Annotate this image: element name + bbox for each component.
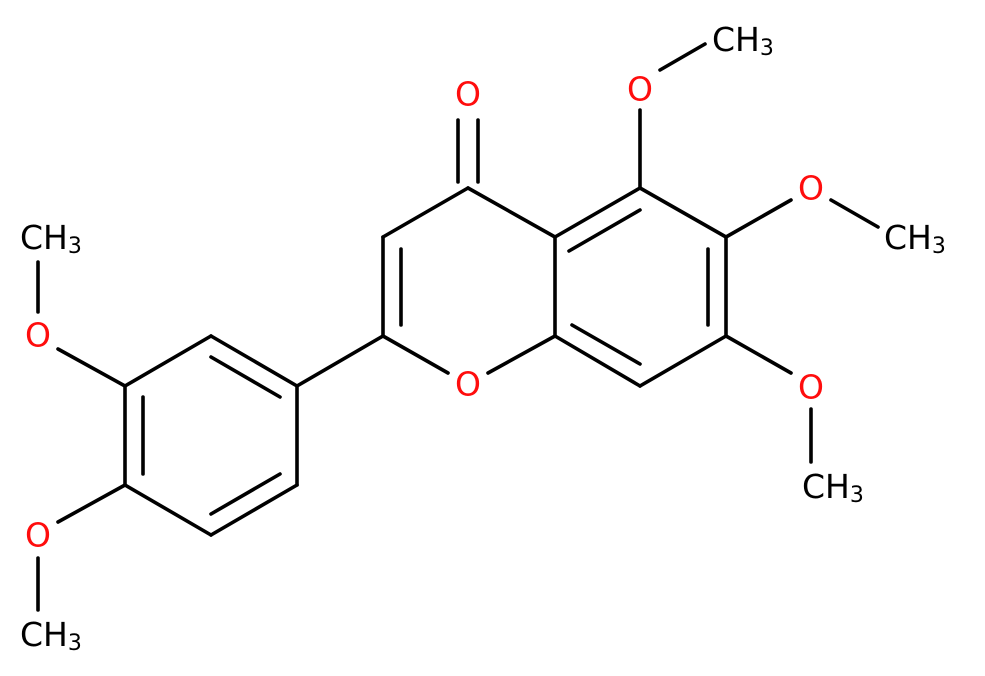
bonds xyxy=(36,42,880,612)
methyl-4p: CH3 xyxy=(20,615,82,656)
atom-o-ring: O xyxy=(455,365,481,404)
bond-c2-c1p xyxy=(295,334,385,388)
methyl-5: CH3 xyxy=(712,20,774,61)
bond-c2-o1 xyxy=(381,334,450,375)
bond-c3p-o3p xyxy=(56,347,127,388)
methyl-7: CH3 xyxy=(802,467,864,508)
bond-c4a-c5-inner xyxy=(567,208,642,253)
bond-c5p-c6p xyxy=(209,483,299,537)
atom-labels: O O O O O O O CH3 CH3 CH3 CH3 CH3 xyxy=(20,20,946,656)
methyl-6: CH3 xyxy=(884,218,946,259)
bond-c5-c6 xyxy=(638,186,728,239)
bond-c2p-c3p xyxy=(123,334,213,388)
bond-c4a-c5 xyxy=(553,186,642,239)
bond-c4p-o4p xyxy=(56,483,127,524)
bond-o6-ch3 xyxy=(829,198,880,229)
methyl-3p: CH3 xyxy=(20,218,82,259)
bond-c6-o6 xyxy=(724,198,793,239)
bond-c7-c8 xyxy=(638,334,728,388)
atom-o-carbonyl: O xyxy=(455,75,481,114)
bond-c7-o7 xyxy=(724,334,793,375)
bond-c4-c4a xyxy=(466,186,557,239)
bond-c8-c8a-inner xyxy=(570,323,642,366)
bond-c1p-c2p-inner xyxy=(209,355,282,399)
bond-c8-c8a xyxy=(553,334,642,388)
bond-o5-ch3 xyxy=(658,42,707,72)
atom-o-5: O xyxy=(627,70,653,109)
bond-c4-c3 xyxy=(381,186,470,239)
bond-c1p-c2p xyxy=(209,334,299,388)
atom-o-6: O xyxy=(798,169,824,208)
bond-c5p-c6p-inner xyxy=(209,472,282,516)
atom-o-3p: O xyxy=(25,316,51,355)
bond-o1-c8a xyxy=(486,334,557,375)
bond-c4p-c5p xyxy=(123,483,213,537)
atom-o-7: O xyxy=(798,368,824,407)
atom-o-4p: O xyxy=(25,516,51,555)
